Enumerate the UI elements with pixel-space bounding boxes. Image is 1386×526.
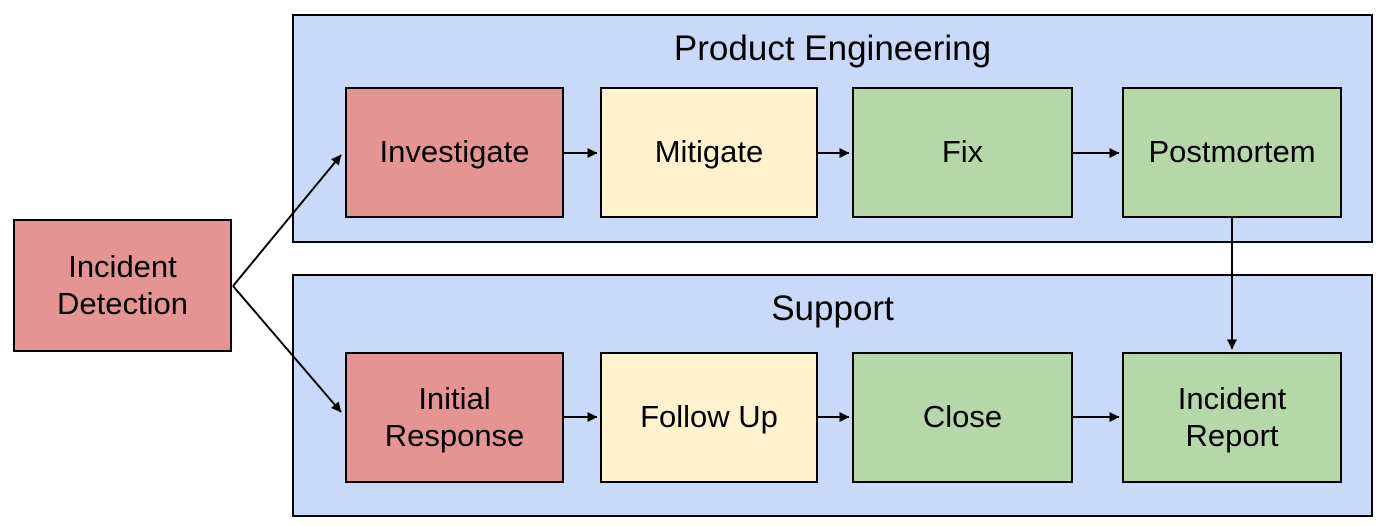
node-label-close: Close bbox=[922, 399, 1003, 435]
node-close: Close bbox=[852, 352, 1073, 483]
node-investigate: Investigate bbox=[345, 87, 564, 218]
node-incident-report: Incident Report bbox=[1122, 352, 1342, 483]
node-incident-detection: Incident Detection bbox=[13, 219, 232, 352]
node-label-follow-up: Follow Up bbox=[640, 399, 778, 435]
node-follow-up: Follow Up bbox=[600, 352, 818, 483]
lane-title-support: Support bbox=[771, 289, 894, 328]
node-label-initial-response: Initial Response bbox=[384, 380, 525, 453]
node-label-fix: Fix bbox=[941, 134, 984, 170]
node-postmortem: Postmortem bbox=[1122, 87, 1342, 218]
node-initial-response: Initial Response bbox=[345, 352, 564, 483]
node-fix: Fix bbox=[852, 87, 1073, 218]
node-label-investigate: Investigate bbox=[379, 134, 530, 170]
lane-title-product-engineering: Product Engineering bbox=[673, 29, 992, 68]
node-mitigate: Mitigate bbox=[600, 87, 818, 218]
node-label-incident-report: Incident Report bbox=[1177, 380, 1287, 453]
node-label-postmortem: Postmortem bbox=[1148, 134, 1316, 170]
node-label-incident-detection: Incident Detection bbox=[57, 248, 188, 321]
node-label-mitigate: Mitigate bbox=[654, 134, 764, 170]
